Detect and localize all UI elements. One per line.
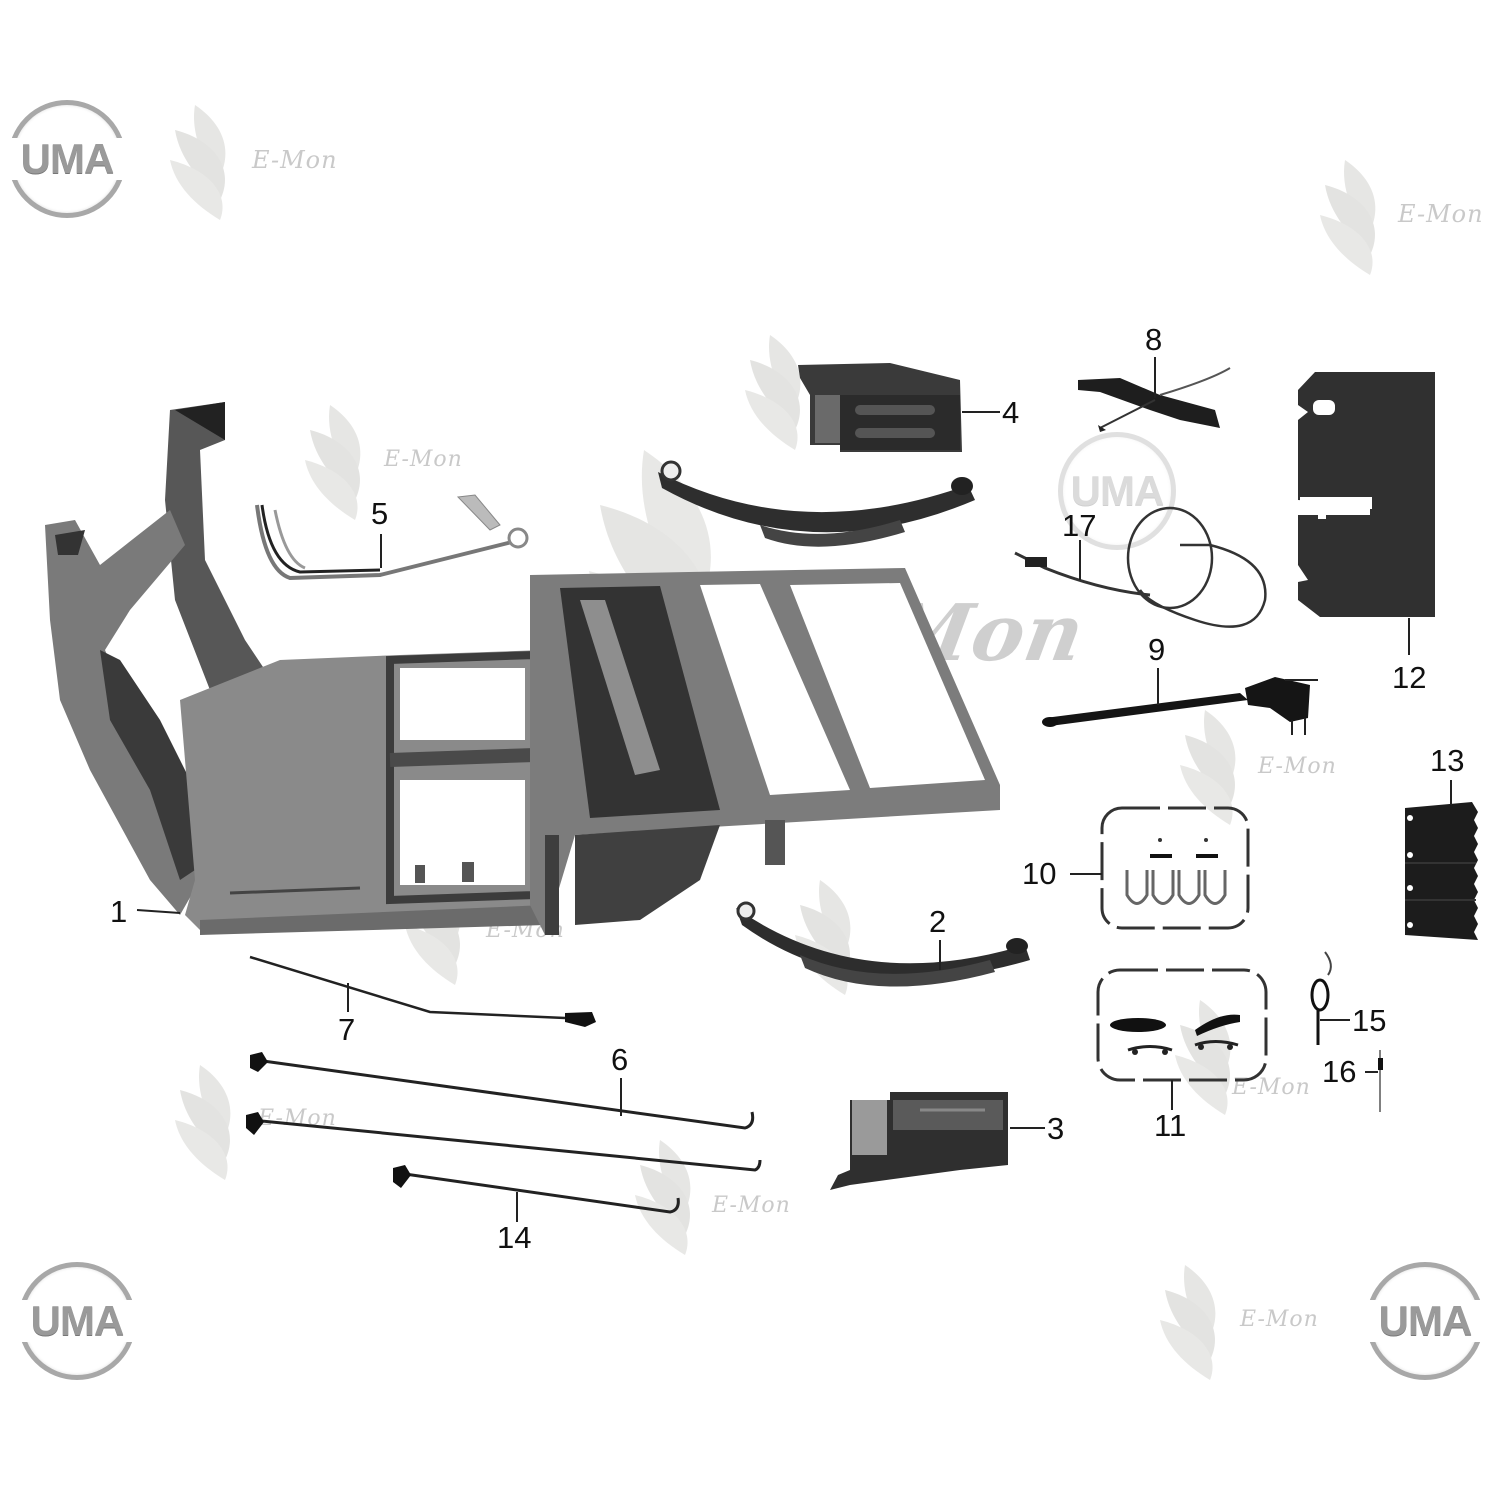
callout-6: 6 xyxy=(611,1042,629,1077)
callout-17: 17 xyxy=(1062,508,1097,543)
part-17-cable-assembly xyxy=(1014,506,1267,628)
part-9-shift-lever xyxy=(1042,677,1318,735)
part-4-upper-bracket xyxy=(798,363,962,452)
callout-10: 10 xyxy=(1022,856,1057,891)
callout-9: 9 xyxy=(1148,632,1166,667)
emon-watermark-text: E-Mon xyxy=(1258,754,1337,779)
callout-4: 4 xyxy=(1002,395,1020,430)
part-11-clamp-plate-kit xyxy=(1096,968,1268,1082)
part-13-serrated-plate xyxy=(1405,802,1478,940)
part-14-short-brake-rod xyxy=(393,1165,680,1214)
part-6-long-rods xyxy=(246,1052,762,1172)
part-16-pin xyxy=(1378,1050,1383,1112)
emon-watermark-text: E-Mon xyxy=(1398,200,1484,228)
part-12-floor-panel xyxy=(1298,372,1435,617)
part-5-lever-arm xyxy=(255,494,529,581)
callout-1: 1 xyxy=(110,894,128,929)
emon-watermark-text: E-Mon xyxy=(252,146,338,174)
part-1-chassis-frame xyxy=(45,402,1000,935)
part-8-hand-brake-lever xyxy=(1078,367,1231,432)
callout-11: 11 xyxy=(1154,1108,1187,1143)
uma-logo-bottom-right: UMA xyxy=(1358,1262,1492,1380)
uma-logo-text: UMA xyxy=(10,1300,144,1342)
uma-logo-top-left: UMA xyxy=(0,100,134,218)
uma-logo-bottom-left: UMA xyxy=(10,1262,144,1380)
callout-7: 7 xyxy=(338,1012,356,1047)
callout-2: 2 xyxy=(929,904,947,939)
uma-logo-center-faint: UMA xyxy=(1058,432,1176,550)
part-10-u-bolt-kit xyxy=(1100,806,1250,930)
part-15-return-spring xyxy=(1310,951,1332,1045)
part-3-lower-bracket xyxy=(830,1092,1008,1190)
callout-8: 8 xyxy=(1145,322,1163,357)
callout-15: 15 xyxy=(1352,1003,1387,1038)
emon-watermark-text: E-Mon xyxy=(1240,1307,1319,1332)
callout-5: 5 xyxy=(371,496,389,531)
uma-logo-text: UMA xyxy=(1358,1300,1492,1342)
uma-logo-text: UMA xyxy=(1070,467,1165,514)
part-7-short-rod xyxy=(249,955,596,1027)
callout-13: 13 xyxy=(1430,743,1465,778)
emon-watermark-text: E-Mon xyxy=(384,447,463,472)
emon-watermark-text: E-Mon xyxy=(712,1193,791,1218)
uma-logo-ring xyxy=(1058,432,1176,550)
uma-logo-text: UMA xyxy=(0,138,134,180)
part-2-leaf-spring xyxy=(736,901,1030,987)
callout-3: 3 xyxy=(1047,1111,1065,1146)
callout-leader-lines xyxy=(136,357,1452,1222)
callout-12: 12 xyxy=(1392,660,1427,695)
leaf-spring-upper xyxy=(658,460,975,547)
callout-16: 16 xyxy=(1322,1054,1357,1089)
callout-14: 14 xyxy=(497,1220,532,1255)
